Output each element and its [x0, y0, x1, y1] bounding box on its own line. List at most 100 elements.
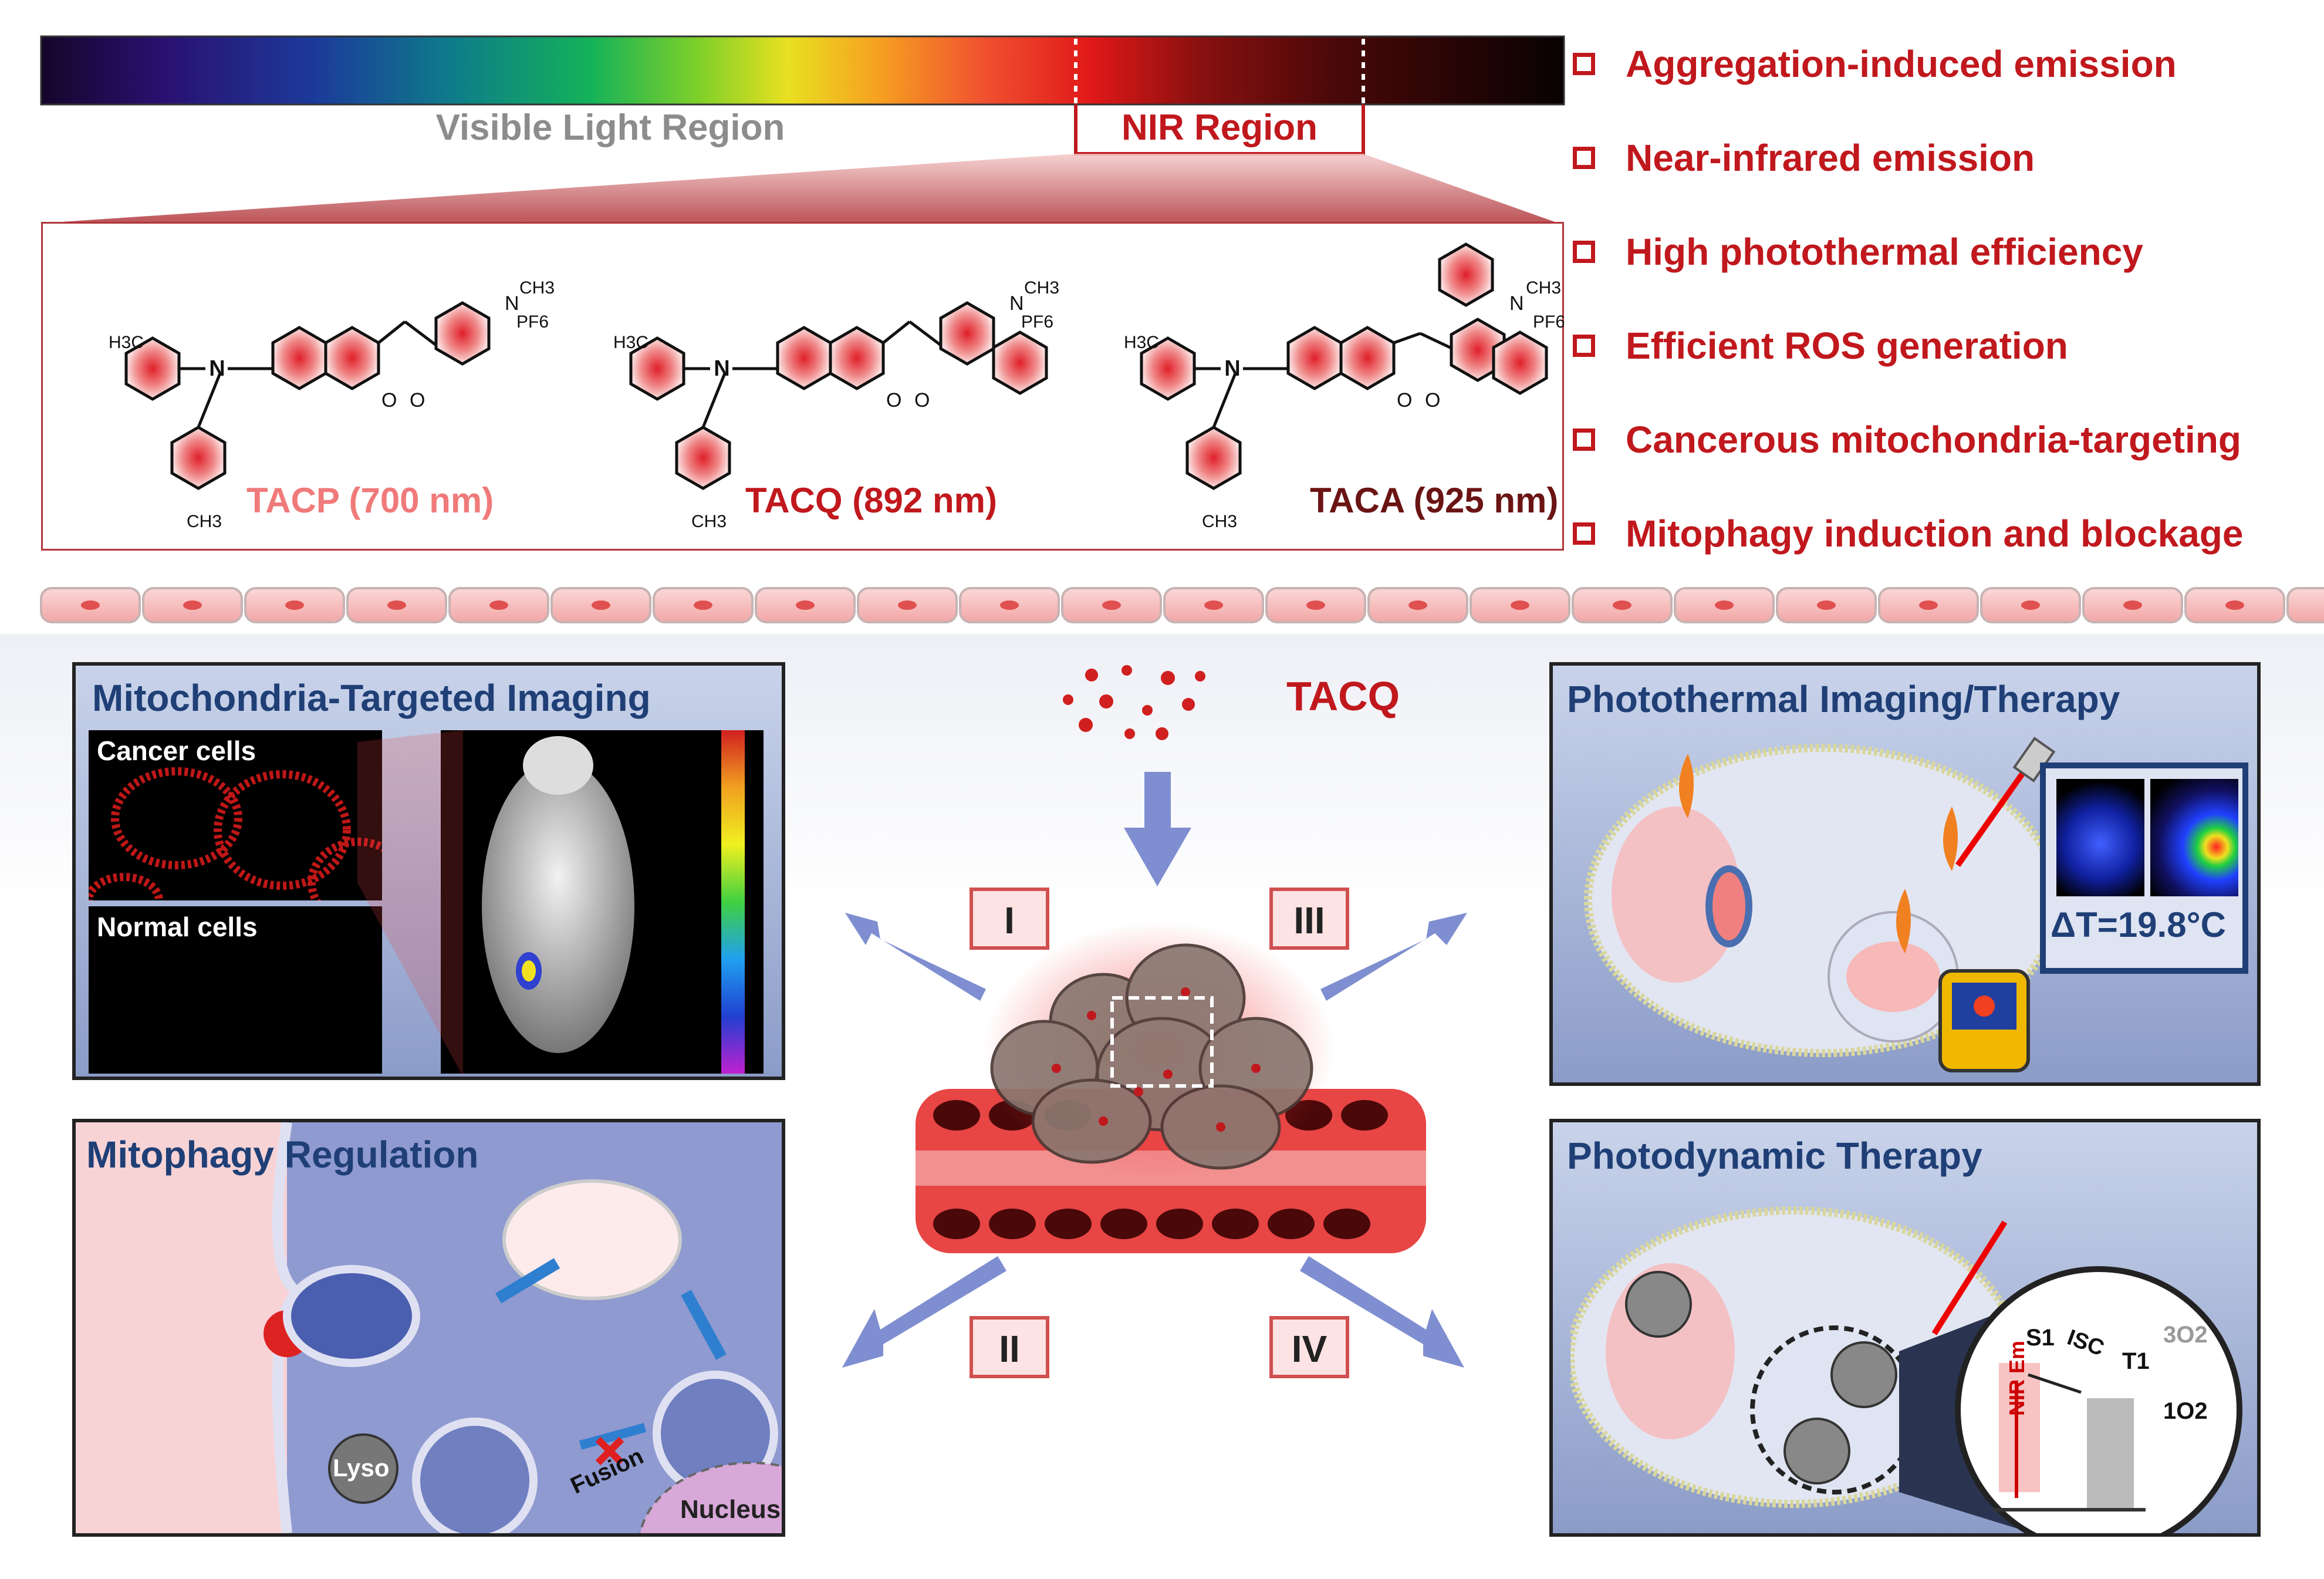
photothermal-panel: Photothermal Imaging/Therapy ΔT=19.8°C [1549, 662, 2261, 1086]
svg-text:N: N [1509, 292, 1524, 315]
normal-cells-image: Normal cells [89, 906, 382, 1074]
cell-nucleus [285, 600, 304, 610]
cell-nucleus [1204, 600, 1223, 610]
thermal-camera-icon [1938, 969, 2030, 1072]
cell-nucleus [1102, 600, 1121, 610]
cell-nucleus [1306, 600, 1325, 610]
nir-region-label: NIR Region [1122, 107, 1318, 148]
checkbox-icon [1573, 147, 1595, 169]
colorbar [721, 730, 745, 1074]
cell-nucleus [796, 600, 815, 610]
cell-nucleus [2123, 600, 2142, 610]
taca-structure: N O O N H3C CH3 CH3 PF6 TACA (925 nm) [1124, 244, 1564, 531]
t1-label: T1 [2122, 1348, 2150, 1374]
svg-text:CH3: CH3 [1024, 278, 1059, 298]
cell-nucleus [183, 600, 202, 610]
nucleus-label: Nucleus [680, 1495, 781, 1524]
svg-text:N: N [505, 292, 519, 315]
cell-nucleus [1000, 600, 1019, 610]
photodynamic-title: Photodynamic Therapy [1567, 1135, 1982, 1177]
thermal-image-after [2150, 779, 2238, 896]
feature-item: Near-infrared emission [1573, 136, 2035, 180]
cell-nucleus [1919, 600, 1938, 610]
singlet-o2-label: 1O2 [2163, 1398, 2208, 1424]
arrow-to-photothermal [1320, 913, 1467, 1001]
checkbox-icon [1573, 522, 1595, 545]
svg-text:O: O [914, 389, 930, 411]
tacq-agent-label: TACQ [1286, 673, 1400, 719]
svg-text:PF6: PF6 [1533, 312, 1564, 332]
tacp-label: TACP (700 nm) [246, 481, 494, 520]
svg-text:CH3: CH3 [1526, 278, 1561, 298]
spectrum-graphic: Visible Light Region NIR Region [40, 35, 1565, 156]
imaging-title: Mitochondria-Targeted Imaging [92, 677, 651, 719]
cell-nucleus [489, 600, 508, 610]
tacp-structure: N O O N H3C CH3 CH3 PF6 TACP (700 nm) [109, 278, 555, 531]
lyso-label: Lyso [333, 1454, 390, 1482]
spectrum-bar [40, 35, 1565, 106]
mouse-image [441, 730, 764, 1074]
photodynamic-panel: Photodynamic Therapy S1 ISC T1 3O2 1O2 N… [1549, 1119, 2261, 1537]
zoom-beam [357, 730, 463, 1077]
svg-text:H3C: H3C [613, 333, 648, 352]
checkbox-icon [1573, 335, 1595, 357]
tacq-label: TACQ (892 nm) [745, 481, 997, 520]
svg-text:O: O [410, 389, 425, 411]
down-arrow [1124, 772, 1191, 886]
cell-nucleus [387, 600, 406, 610]
zoom-box [1110, 996, 1214, 1088]
pathway-i: I [1004, 899, 1015, 942]
photothermal-title: Photothermal Imaging/Therapy [1567, 678, 2120, 720]
feature-item: Aggregation-induced emission [1573, 42, 2177, 86]
cell-nucleus [694, 600, 712, 610]
s1-label: S1 [2026, 1325, 2055, 1351]
cell-nucleus [592, 600, 610, 610]
mitophagy-panel: Mitophagy Regulation Lyso Fusion Nucleus [72, 1119, 785, 1537]
feature-item: Efficient ROS generation [1573, 324, 2068, 367]
svg-text:PF6: PF6 [1021, 312, 1053, 332]
svg-text:O: O [381, 389, 397, 411]
svg-text:CH3: CH3 [187, 512, 222, 531]
triplet-o2-label: 3O2 [2163, 1322, 2208, 1348]
taca-label: TACA (925 nm) [1310, 481, 1558, 520]
cell-nucleus [2225, 600, 2244, 610]
svg-text:O: O [1425, 389, 1440, 411]
svg-text:CH3: CH3 [519, 278, 555, 298]
tacq-structure: N O O N H3C CH3 CH3 PF6 TACQ (892 nm) [613, 278, 1059, 531]
svg-text:H3C: H3C [1124, 333, 1159, 352]
svg-text:CH3: CH3 [1202, 512, 1237, 531]
pdt-illustration [1570, 1206, 2242, 1533]
svg-text:N: N [1009, 292, 1024, 315]
svg-text:CH3: CH3 [691, 512, 727, 531]
delta-t-label: ΔT=19.8°C [2051, 905, 2226, 944]
svg-text:H3C: H3C [109, 333, 144, 352]
thermal-images-box: ΔT=19.8°C [2040, 762, 2248, 974]
checkbox-icon [1573, 53, 1595, 75]
cancer-cells-image: Cancer cells [89, 730, 382, 900]
cell-nucleus [1408, 600, 1427, 610]
thermal-image-before [2056, 779, 2144, 896]
feature-item: High photothermal efficiency [1573, 230, 2143, 274]
normal-cells-label: Normal cells [97, 912, 258, 942]
zoom-funnel [44, 154, 1558, 223]
mitophagy-illustration [76, 1122, 782, 1533]
cell-nucleus [898, 600, 917, 610]
epithelial-cell [2286, 587, 2324, 623]
imaging-panel: Mitochondria-Targeted Imaging Cancer cel… [72, 662, 785, 1080]
cell-nucleus [1613, 600, 1631, 610]
svg-text:O: O [886, 389, 901, 411]
pathway-iv: IV [1292, 1328, 1327, 1370]
molecule-box: N O O N H3C CH3 CH3 PF6 TACP (700 nm) N … [41, 222, 1564, 551]
visible-region-label: Visible Light Region [436, 107, 785, 148]
cancer-cells-label: Cancer cells [97, 735, 256, 766]
svg-text:N: N [714, 356, 729, 381]
pathway-iii: III [1293, 899, 1325, 942]
svg-text:N: N [1224, 356, 1240, 381]
cell-nucleus [1817, 600, 1836, 610]
arrow-to-mitophagy [842, 1256, 1006, 1368]
tacq-particles [1063, 665, 1205, 740]
checkbox-icon [1573, 429, 1595, 451]
cell-layer [40, 587, 2324, 623]
cell-nucleus [1511, 600, 1529, 610]
svg-text:O: O [1397, 389, 1412, 411]
